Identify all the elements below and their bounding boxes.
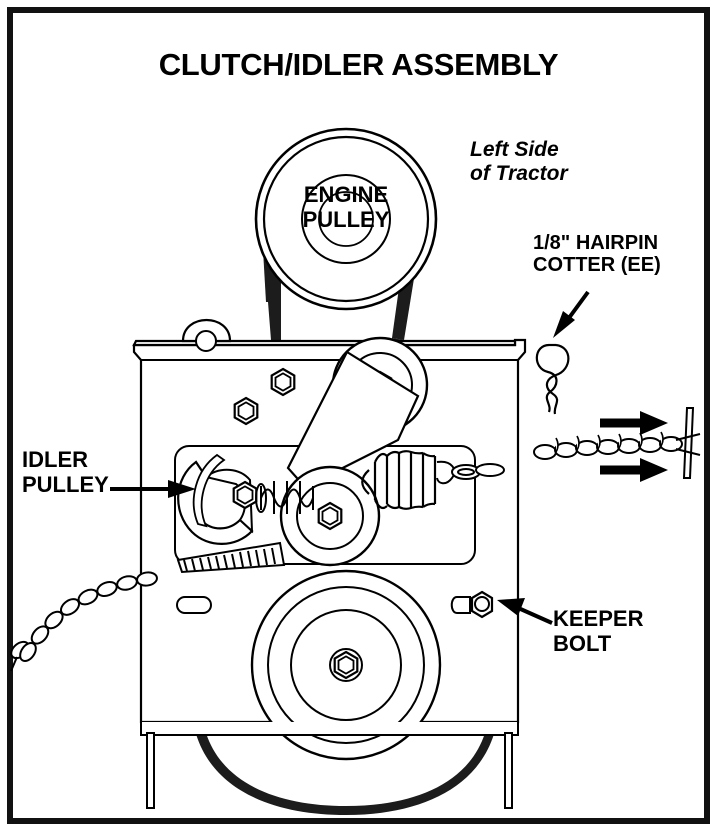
mounting-tab — [181, 319, 232, 352]
hairpin-cotter-label: 1/8" HAIRPIN COTTER (EE) — [533, 232, 661, 277]
page-title: CLUTCH/IDLER ASSEMBLY — [158, 47, 559, 82]
deck-slot — [176, 596, 212, 614]
chain-direction-arrows — [600, 411, 668, 482]
left-chain — [10, 571, 158, 672]
engine-pulley — [254, 127, 438, 311]
lower-deck-pulley — [250, 569, 442, 761]
left-spring — [255, 481, 314, 514]
spring-hook — [436, 460, 505, 485]
threaded-rod — [176, 541, 286, 574]
idler-arm — [286, 350, 420, 489]
right-spring — [361, 450, 437, 510]
deck-legs — [140, 722, 519, 809]
hairpin-cotter — [535, 343, 570, 415]
engine-pulley-label: ENGINE PULLEY — [302, 182, 390, 232]
idler-pulley-label: IDLER PULLEY — [22, 447, 109, 497]
callout-arrow-keeper — [497, 598, 553, 625]
keeper-bolt — [450, 590, 494, 619]
lower-idler-wheel — [279, 465, 381, 567]
right-chain — [533, 407, 701, 479]
callout-arrow-idler — [110, 480, 196, 498]
orientation-note-label: Left Side of Tractor — [470, 138, 568, 185]
idler-pulley — [177, 453, 258, 545]
keeper-bolt-label: KEEPER BOLT — [553, 606, 644, 656]
callout-arrow-hairpin — [553, 290, 590, 338]
